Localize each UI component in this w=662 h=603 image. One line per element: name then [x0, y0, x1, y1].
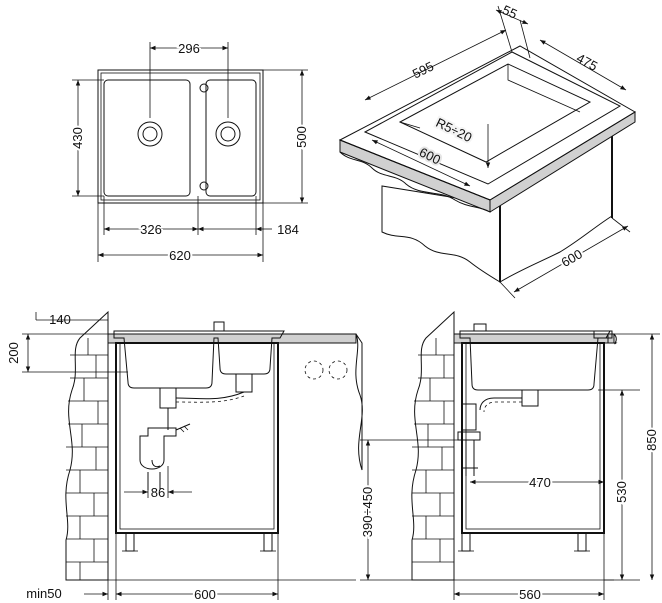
sink-inner-outline: [100, 72, 261, 201]
front-dim-86: 86: [151, 485, 165, 500]
front-sink-bowls: [113, 330, 285, 389]
sink-outline: [97, 69, 264, 204]
front-brick-wall: [65, 310, 109, 581]
side-dim-560: 560: [519, 587, 541, 602]
dim-total-width: 620: [169, 248, 191, 263]
front-dim-200: 200: [6, 342, 21, 364]
right-bowl: [205, 79, 257, 197]
tap-hole: [199, 83, 209, 93]
left-bowl: [103, 79, 191, 197]
plan-view: 296 430 500 326 184 620: [68, 39, 311, 265]
front-dim-600: 600: [194, 587, 216, 602]
iso-dim-600-side: 600: [559, 246, 585, 270]
dim-bowl-spacing: 296: [178, 41, 200, 56]
right-drain-inner: [220, 126, 236, 142]
iso-dim-55: 55: [500, 2, 519, 22]
dim-right-bowl: 184: [277, 222, 299, 237]
side-section: 390÷450 470 530 850 560: [358, 310, 661, 603]
front-section: 140 200 86 min50 600: [6, 310, 363, 603]
iso-cabinet: [381, 185, 501, 283]
iso-view: 55 595 475 R5÷20 600 600: [338, 2, 636, 299]
iso-countertop: [339, 111, 636, 213]
front-countertop: [107, 333, 357, 344]
overflow-hole: [199, 181, 209, 191]
left-drain: [137, 121, 163, 147]
left-drain-inner: [142, 126, 158, 142]
iso-dim-475: 475: [574, 50, 600, 73]
side-dim-470: 470: [529, 475, 551, 490]
dim-height-500: 500: [294, 126, 309, 148]
front-dim-min50: min50: [26, 586, 61, 601]
iso-dim-600-front: 600: [417, 144, 443, 167]
dim-height-430: 430: [70, 127, 85, 149]
dim-left-bowl: 326: [140, 222, 162, 237]
side-dim-530: 530: [614, 481, 629, 503]
front-outlet-1: [304, 360, 324, 380]
front-dim-140: 140: [49, 312, 71, 327]
front-outlet-2: [328, 360, 348, 380]
side-dim-850: 850: [644, 429, 659, 451]
side-brick-wall: [411, 310, 455, 581]
side-cabinet: [461, 342, 605, 534]
side-sink-bowl: [459, 330, 611, 391]
right-drain: [215, 121, 241, 147]
iso-dim-595: 595: [410, 58, 436, 81]
side-countertop: [453, 333, 615, 344]
side-dim-390-450: 390÷450: [360, 487, 375, 538]
